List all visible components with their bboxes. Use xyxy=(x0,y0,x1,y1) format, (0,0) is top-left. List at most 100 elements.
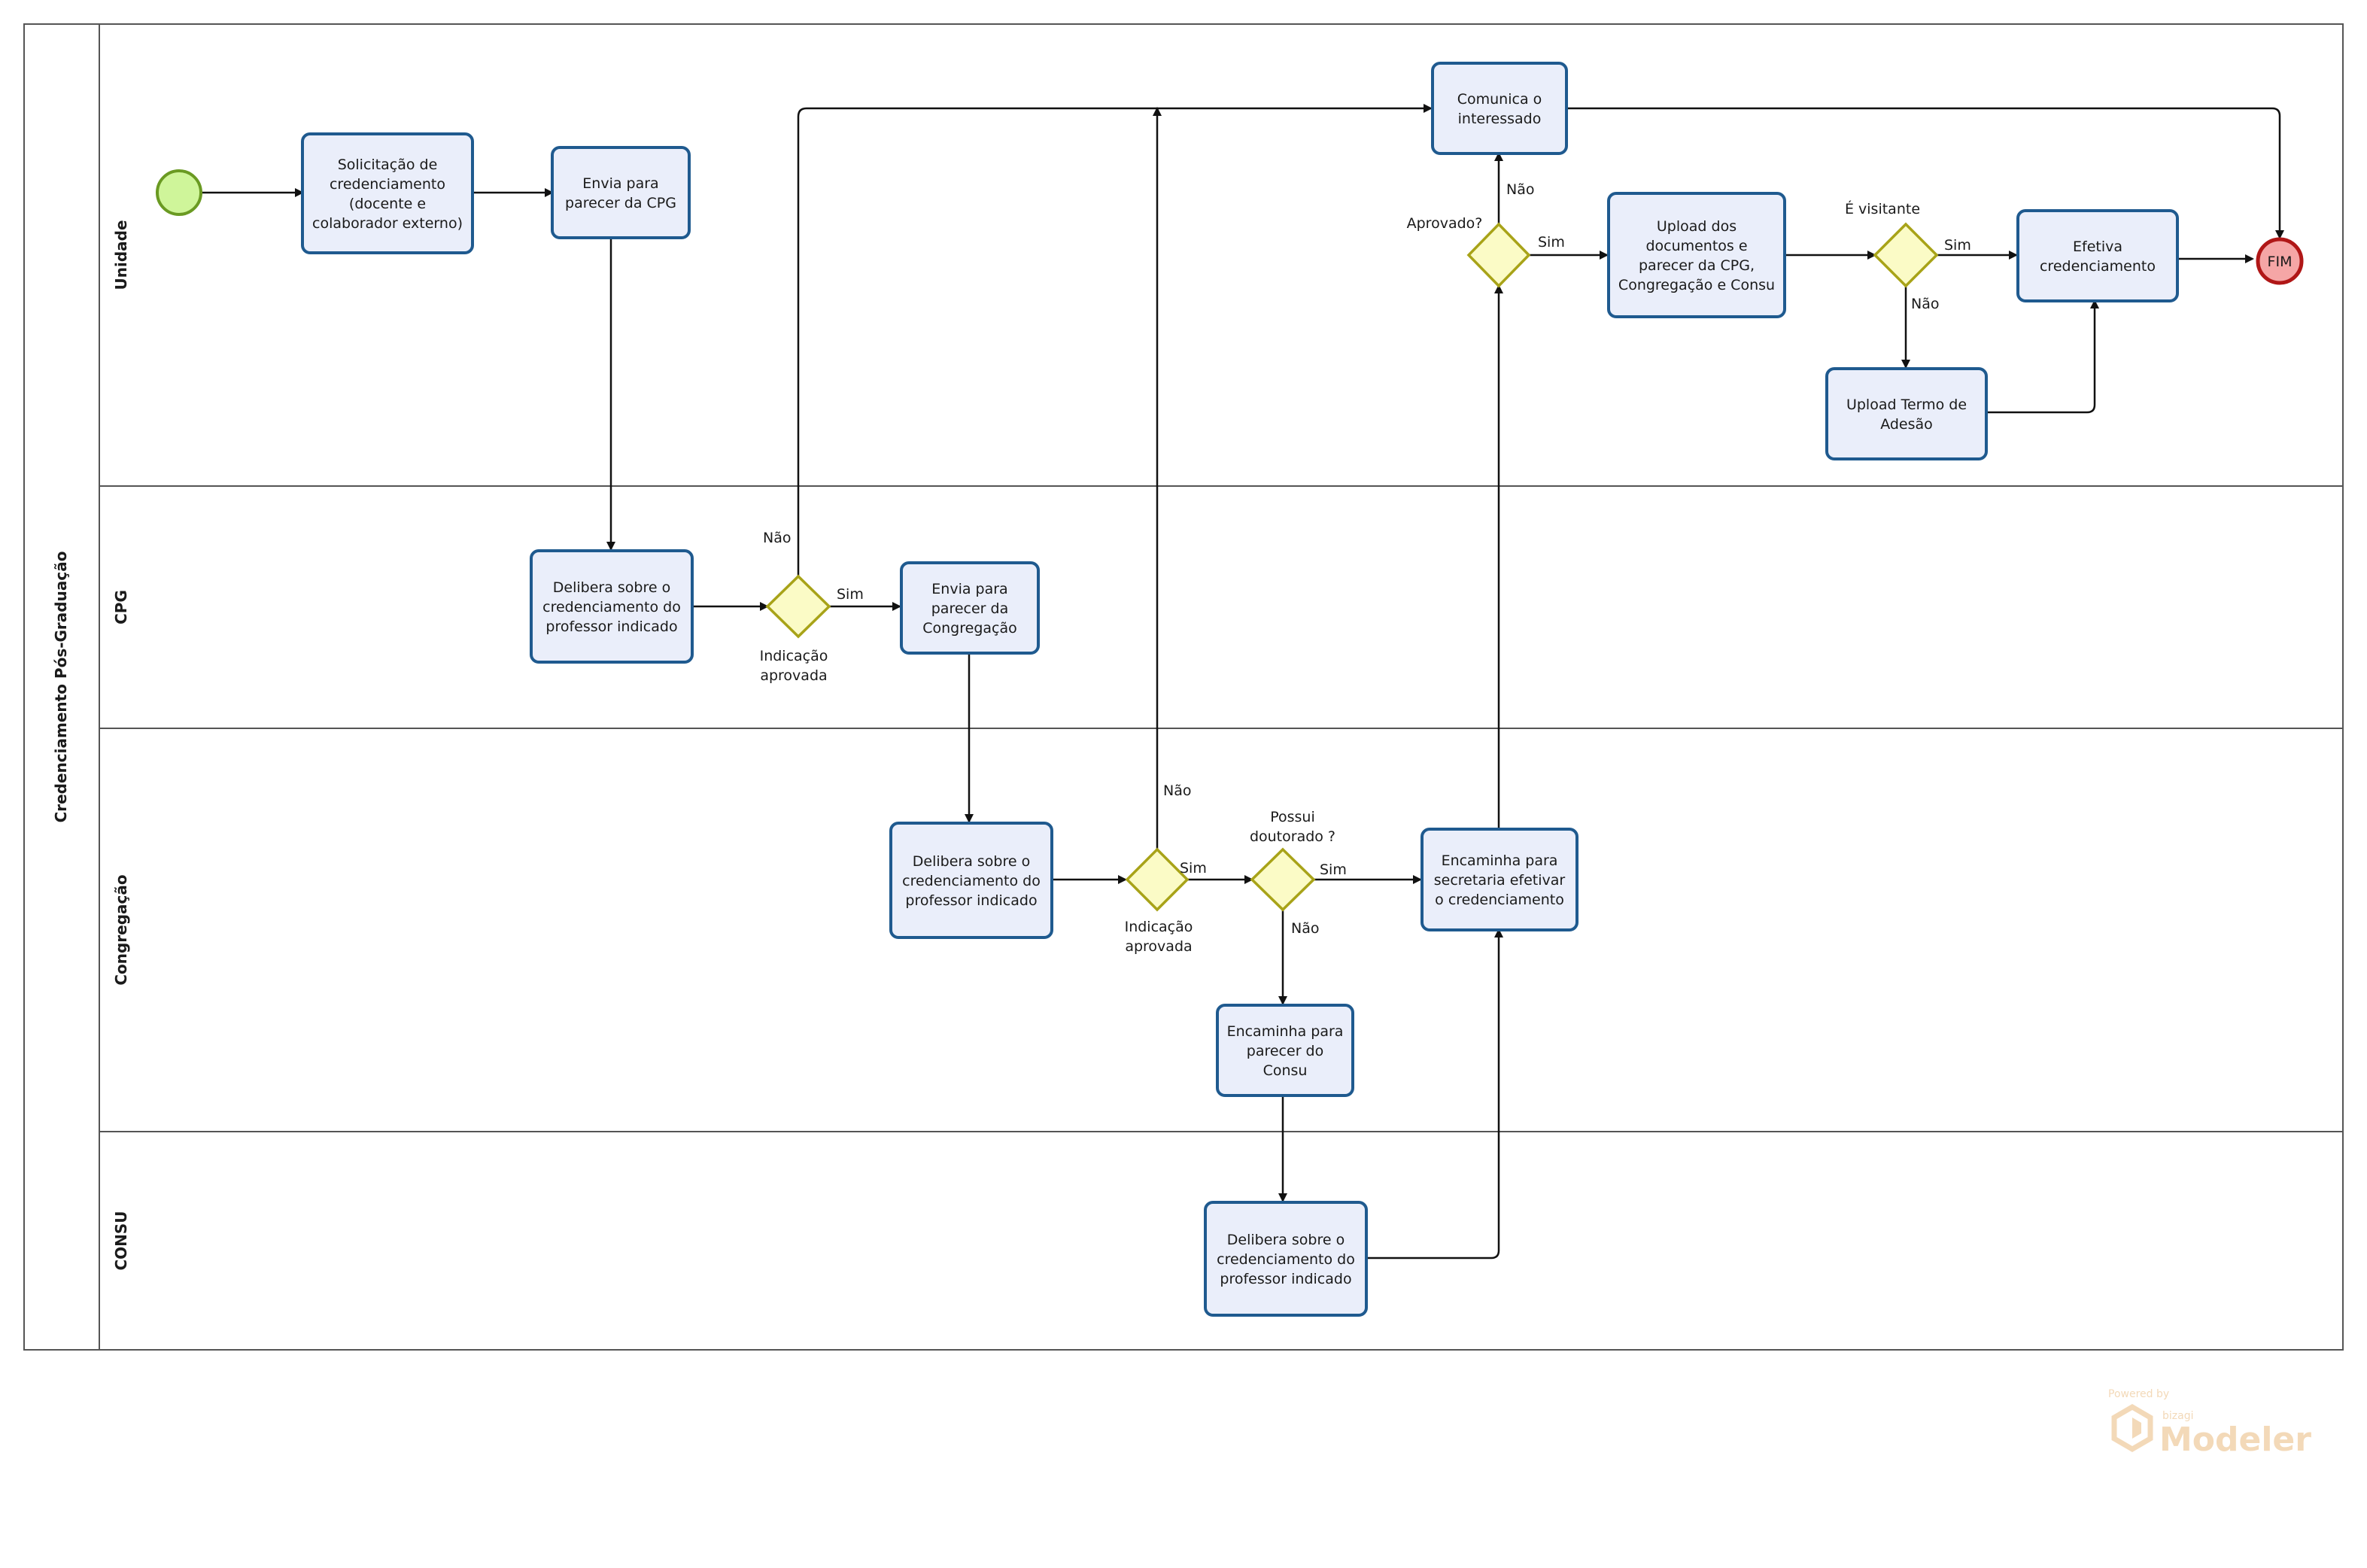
task-text-line: Delibera sobre o xyxy=(913,853,1030,870)
task-delibera-congregacao[interactable]: Delibera sobre o credenciamento do profess… xyxy=(889,822,1053,939)
gateway-aprovado[interactable] xyxy=(1466,222,1531,288)
task-text-line: credenciamento do xyxy=(1217,1251,1355,1268)
task-text-line: Congregação e Consu xyxy=(1618,277,1775,293)
watermark: Powered by bizagi Modeler xyxy=(2108,1388,2311,1459)
task-delibera-congregacao-label: Delibera sobre o credenciamento do profess… xyxy=(902,853,1041,909)
flow-label-visitante-sim: Sim xyxy=(1944,237,1971,254)
task-text-line: parecer do xyxy=(1247,1043,1323,1059)
task-text-line: Adesão xyxy=(1880,416,1933,433)
task-text-line: credenciamento do xyxy=(542,599,681,615)
task-text-line: credenciamento xyxy=(2040,258,2156,275)
task-text-line: Upload dos xyxy=(1657,218,1737,235)
task-envia-congregacao[interactable]: Envia para parecer da Congregação xyxy=(900,561,1040,655)
watermark-product: Modeler xyxy=(2159,1421,2311,1459)
task-text-line: parecer da CPG, xyxy=(1639,257,1755,274)
task-text-line: Envia para xyxy=(931,581,1007,597)
lane-label-congregacao: Congregação xyxy=(112,874,130,985)
task-upload-docs-box[interactable] xyxy=(1607,192,1786,318)
end-event-circle xyxy=(2256,237,2304,285)
task-upload-docs-label: Upload dos documentos e parecer da CPG, Con… xyxy=(1618,218,1775,293)
watermark-powered: Powered by xyxy=(2108,1388,2169,1400)
task-delibera-cpg-box[interactable] xyxy=(530,549,694,664)
gateway-indicacao-cpg[interactable] xyxy=(765,574,831,639)
lane-label-consu: CONSU xyxy=(112,1211,130,1270)
task-encaminha-secretaria-box[interactable] xyxy=(1421,828,1579,931)
task-efetiva-label: Efetiva credenciamento xyxy=(2040,239,2156,275)
gateway-text-line: Aprovado? xyxy=(1407,215,1483,232)
task-text-line: credenciamento do xyxy=(902,873,1041,889)
gateway-visitante-label: É visitante xyxy=(1845,200,1920,217)
task-comunica[interactable]: Comunica o interessado xyxy=(1431,62,1568,155)
task-comunica-box[interactable] xyxy=(1431,62,1568,155)
task-encaminha-consu[interactable]: Encaminha para parecer do Consu xyxy=(1216,1004,1354,1097)
task-text-line: Delibera sobre o xyxy=(1227,1232,1345,1248)
task-efetiva[interactable]: Efetiva credenciamento xyxy=(2016,209,2179,302)
task-encaminha-consu-label: Encaminha para parecer do Consu xyxy=(1227,1023,1344,1079)
task-delibera-congregacao-box[interactable] xyxy=(889,822,1053,939)
flow-comunica-to-fim xyxy=(1566,107,2284,239)
gateway-aprovado-label: Aprovado? xyxy=(1407,215,1483,232)
bizagi-logo-icon xyxy=(2111,1403,2153,1453)
task-text-line: parecer da CPG xyxy=(565,195,676,211)
task-envia-cpg-box[interactable] xyxy=(551,146,691,239)
task-text-line: Encaminha para xyxy=(1227,1023,1344,1040)
task-text-line: Congregação xyxy=(922,620,1017,637)
task-envia-congregacao-label: Envia para parecer da Congregação xyxy=(922,581,1017,637)
task-encaminha-consu-box[interactable] xyxy=(1216,1004,1354,1097)
gateway-doutorado[interactable] xyxy=(1250,847,1316,912)
task-text-line: (docente e xyxy=(349,196,426,212)
task-efetiva-box[interactable] xyxy=(2016,209,2179,302)
task-text-line: parecer da xyxy=(931,600,1008,617)
task-text-line: Solicitação de xyxy=(338,156,438,173)
start-event xyxy=(156,169,202,216)
task-text-line: documentos e xyxy=(1645,238,1747,254)
task-text-line: Efetiva xyxy=(2073,239,2122,255)
task-solicitacao-box[interactable] xyxy=(301,132,474,254)
task-text-line: interessado xyxy=(1458,111,1542,127)
pool: Credenciamento Pós-Graduação Unidade CPG… xyxy=(23,23,2344,1351)
gateway-text-line: Possui xyxy=(1270,809,1315,825)
task-text-line: secretaria efetivar xyxy=(1434,872,1566,889)
gateway-indicacao-congregacao[interactable] xyxy=(1125,847,1190,912)
watermark-brand: bizagi xyxy=(2162,1410,2193,1422)
gateway-text-line: aprovada xyxy=(760,667,827,684)
gateway-text-line: doutorado ? xyxy=(1250,828,1335,845)
flow-delibera-consu-to-encaminha-secretaria xyxy=(1366,928,1503,1260)
end-event: FIM xyxy=(2256,237,2304,285)
task-upload-termo-box[interactable] xyxy=(1825,367,1988,460)
task-text-line: Comunica o xyxy=(1457,91,1542,108)
sequence-flows xyxy=(202,104,2284,1260)
gateway-text-line: É visitante xyxy=(1845,200,1920,217)
flow-label-cpg-nao: Não xyxy=(763,530,791,546)
flow-gateway-cpg-nao xyxy=(797,104,1433,576)
task-text-line: Consu xyxy=(1263,1062,1308,1079)
pool-title: Credenciamento Pós-Graduação xyxy=(52,552,70,823)
gateway-doutorado-label: Possui doutorado ? xyxy=(1250,809,1335,845)
flow-label-aprovado-nao: Não xyxy=(1506,181,1534,198)
task-envia-congregacao-box[interactable] xyxy=(900,561,1040,655)
flow-label-visitante-nao: Não xyxy=(1911,296,1939,312)
flow-upload-termo-to-efetiva xyxy=(1985,299,2099,414)
task-text-line: credenciamento xyxy=(330,176,445,193)
pool-border xyxy=(23,23,2344,1351)
task-text-line: Encaminha para xyxy=(1442,852,1558,869)
lane-label-cpg: CPG xyxy=(112,590,130,624)
gateway-text-line: aprovada xyxy=(1125,938,1192,955)
task-upload-docs[interactable]: Upload dos documentos e parecer da CPG, Con… xyxy=(1607,192,1786,318)
task-delibera-consu-box[interactable] xyxy=(1204,1201,1368,1317)
task-text-line: professor indicado xyxy=(905,892,1037,909)
gateway-visitante[interactable] xyxy=(1873,222,1939,288)
task-text-line: professor indicado xyxy=(545,618,677,635)
